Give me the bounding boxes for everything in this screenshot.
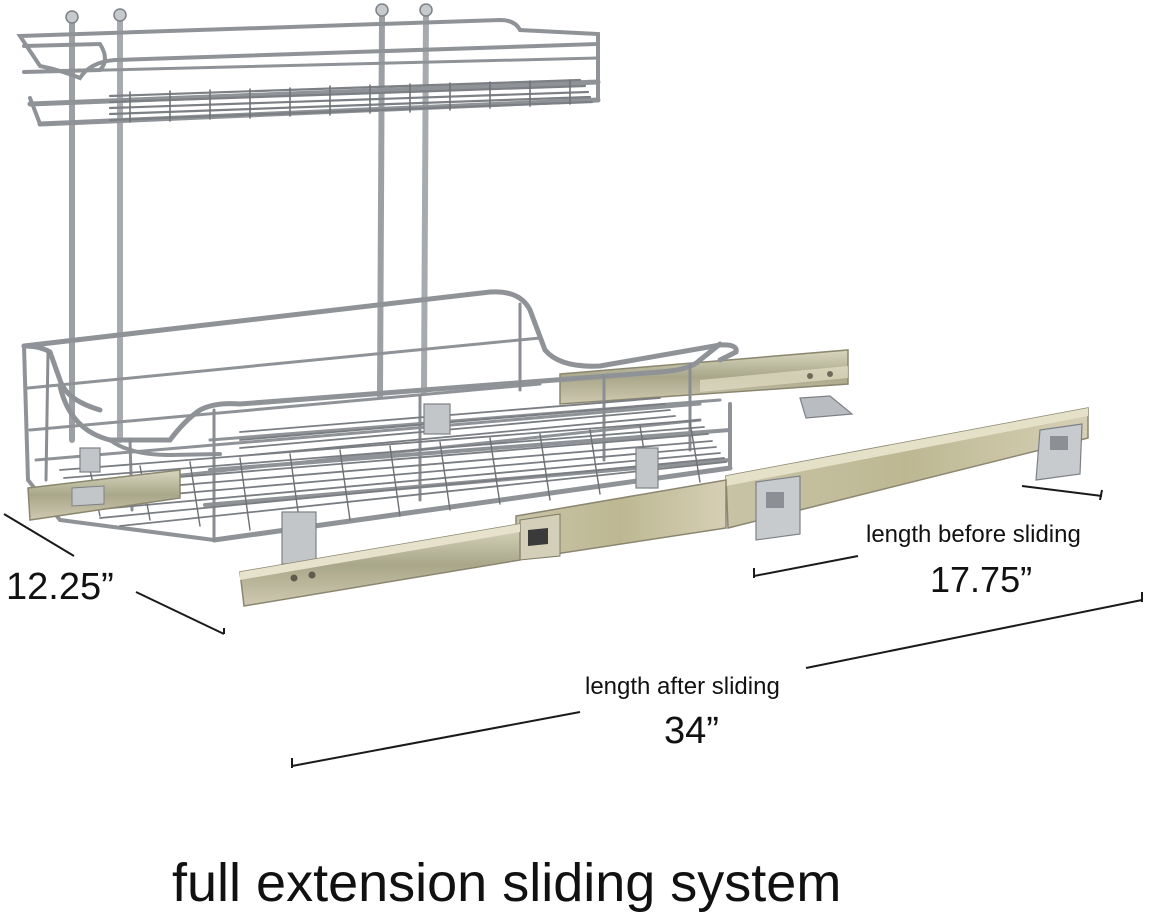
front-slide-rail — [239, 407, 1089, 607]
length-before-sliding-label: length before sliding — [866, 521, 1081, 548]
depth-dimension-value: 12.25” — [6, 566, 114, 608]
dimension-lines — [3, 485, 1143, 768]
caption: full extension sliding system — [172, 853, 842, 913]
upper-shelf — [16, 3, 601, 443]
lower-basket — [21, 289, 739, 565]
back-slide-rail — [559, 349, 854, 419]
length-after-sliding-value: 34” — [664, 710, 719, 752]
left-slide-rail — [27, 469, 181, 521]
length-before-sliding-value: 17.75” — [930, 559, 1033, 600]
length-after-sliding-label: length after sliding — [585, 673, 780, 700]
